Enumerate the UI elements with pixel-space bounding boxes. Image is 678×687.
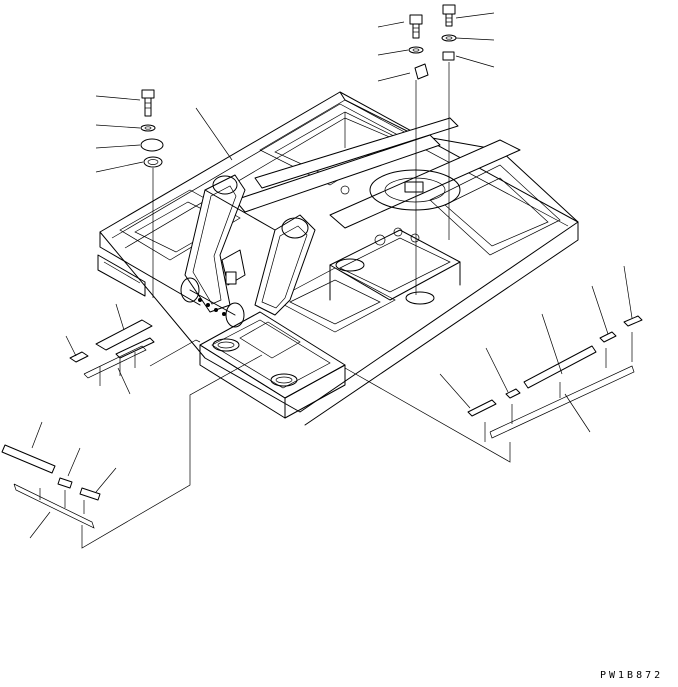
seal-group-right xyxy=(344,265,643,463)
boom-bracket xyxy=(180,174,316,328)
revolving-frame xyxy=(97,91,579,426)
bolt-set-right xyxy=(377,4,495,295)
seal-group-left-mid xyxy=(65,303,201,395)
drawing-number: PW1B872 xyxy=(600,670,664,681)
front-box xyxy=(199,311,346,419)
bolt-set-left xyxy=(95,89,233,298)
seal-group-lower-left xyxy=(1,354,263,549)
